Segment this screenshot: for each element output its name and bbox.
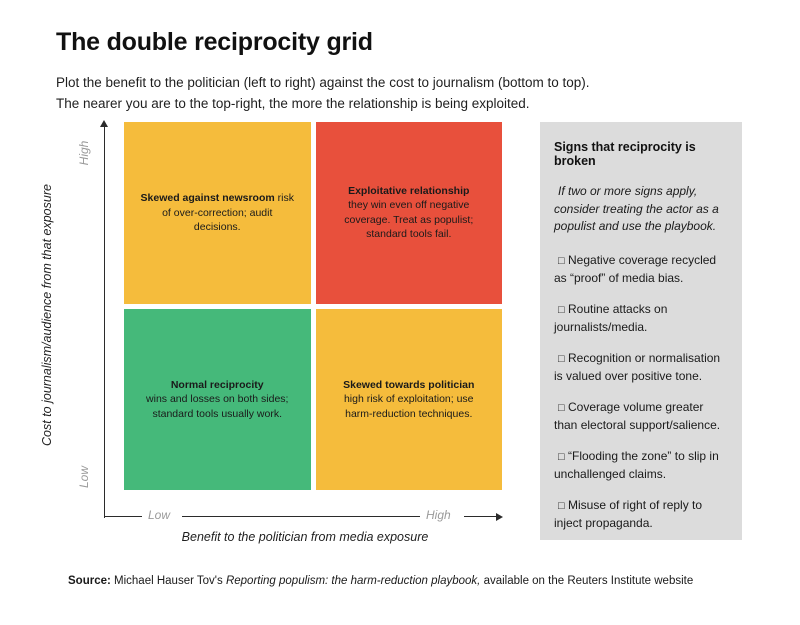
x-axis: Low High: [104, 508, 506, 526]
quadrant-body: high risk of exploitation; use harm-redu…: [343, 393, 474, 420]
x-axis-tick-high: High: [426, 508, 451, 522]
x-axis-arrow-icon: [496, 512, 503, 521]
y-axis-line: [104, 126, 105, 518]
quadrant-heading: Skewed against newsroom: [140, 192, 275, 204]
checkbox-icon[interactable]: □: [558, 254, 565, 267]
page-subtitle: Plot the benefit to the politician (left…: [56, 72, 756, 114]
sign-checklist-item[interactable]: □ Recognition or normalisation is valued…: [554, 350, 728, 385]
source-tail: available on the Reuters Institute websi…: [480, 575, 694, 587]
y-axis-tick-low: Low: [77, 466, 91, 489]
x-axis-line-right: [464, 516, 496, 517]
sign-item-label: Misuse of right of reply to inject propa…: [554, 497, 703, 530]
quadrant-skewed-towards-politician[interactable]: Skewed towards politician high risk of e…: [315, 308, 502, 490]
checkbox-icon[interactable]: □: [558, 352, 565, 365]
quadrant-normal-reciprocity[interactable]: Normal reciprocity wins and losses on bo…: [124, 308, 311, 490]
sign-item-label: Negative coverage recycled as “proof” of…: [554, 252, 717, 285]
x-axis-tick-low: Low: [148, 508, 171, 522]
checkbox-icon[interactable]: □: [558, 499, 565, 512]
sign-item-label: Coverage volume greater than electoral s…: [554, 399, 721, 432]
y-axis-arrow-icon: [100, 120, 108, 127]
quadrant-text: Normal reciprocity wins and losses on bo…: [140, 378, 295, 422]
y-axis-label: Cost to journalism/audience from that ex…: [40, 184, 54, 446]
sign-item-label: “Flooding the zone” to slip in unchallen…: [554, 448, 719, 481]
quadrant-heading: Skewed towards politician: [343, 378, 475, 391]
x-axis-label: Benefit to the politician from media exp…: [181, 530, 429, 544]
source-author: Michael Hauser Tov's: [110, 575, 226, 587]
quadrant-body: risk of over-correction; audit decisions…: [162, 192, 294, 233]
checkbox-icon[interactable]: □: [558, 401, 565, 414]
source-label: Source:: [68, 575, 111, 587]
signs-panel-intro: If two or more signs apply, consider tre…: [554, 184, 719, 233]
quadrant-text: Skewed against newsroom risk of over-cor…: [140, 191, 295, 235]
quadrant-body: wins and losses on both sides; standard …: [146, 393, 289, 420]
reciprocity-grid-chart: High Low Cost to journalism/audience fro…: [0, 112, 540, 552]
subtitle-line-2: The nearer you are to the top-right, the…: [56, 96, 530, 111]
quadrant-text: Exploitative relationship they win even …: [332, 184, 487, 242]
signs-panel-title: Signs that reciprocity is broken: [554, 140, 696, 168]
sign-item-label: Routine attacks on journalists/media.: [554, 301, 668, 334]
quadrant-heading: Normal reciprocity: [170, 378, 264, 391]
x-axis-line-left: [104, 516, 142, 517]
checkbox-icon[interactable]: □: [558, 303, 565, 316]
source-line: Source: Michael Hauser Tov's Reporting p…: [68, 575, 768, 587]
page-title: The double reciprocity grid: [56, 28, 373, 56]
quadrant-exploitative-relationship[interactable]: Exploitative relationship they win even …: [315, 122, 502, 304]
quadrant-skewed-against-newsroom[interactable]: Skewed against newsroom risk of over-cor…: [124, 122, 311, 304]
y-axis-tick-high: High: [77, 140, 91, 166]
quadrant-grid: Skewed against newsroom risk of over-cor…: [124, 122, 502, 490]
quadrant-body: they win even off negative coverage. Tre…: [344, 199, 474, 241]
sign-checklist-item[interactable]: □ Routine attacks on journalists/media.: [554, 301, 728, 336]
signs-panel: Signs that reciprocity is broken If two …: [540, 122, 742, 540]
sign-checklist-item[interactable]: □ “Flooding the zone” to slip in unchall…: [554, 448, 728, 483]
checkbox-icon[interactable]: □: [558, 450, 565, 463]
quadrant-heading: Exploitative relationship: [348, 184, 470, 197]
x-axis-line-middle: [182, 516, 420, 517]
sign-checklist-item[interactable]: □ Misuse of right of reply to inject pro…: [554, 497, 728, 532]
source-title: Reporting populism: the harm-reduction p…: [225, 575, 481, 587]
sign-item-label: Recognition or normalisation is valued o…: [554, 350, 721, 383]
sign-checklist-item[interactable]: □ Coverage volume greater than electoral…: [554, 399, 728, 434]
quadrant-text: Skewed towards politician high risk of e…: [332, 378, 487, 422]
subtitle-line-1: Plot the benefit to the politician (left…: [56, 75, 590, 90]
sign-checklist-item[interactable]: □ Negative coverage recycled as “proof” …: [554, 252, 728, 287]
